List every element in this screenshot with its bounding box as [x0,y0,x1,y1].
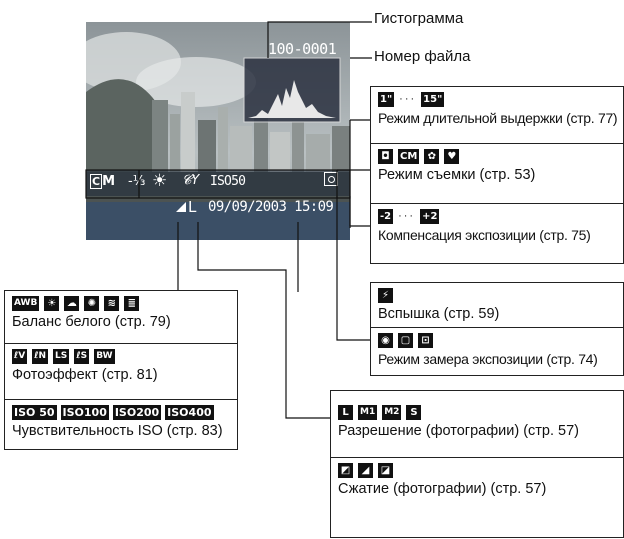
flash-icon: ⚡ [378,288,393,303]
resolution-s-icon: S [406,405,421,420]
resolution-label: Разрешение (фотографии) (стр. 57) [338,423,617,440]
sepia-icon: ℓS [74,349,89,364]
low-sharpening-icon: LS [53,349,69,364]
spot-metering-icon: ⊡ [418,333,433,348]
superfine-icon: ◩ [338,463,353,478]
photo-effect-label: Фотоэффект (стр. 81) [12,367,231,384]
iso-label: Чувствительность ISO (стр. 83) [12,423,231,440]
resolution-m1-icon: M1 [358,405,377,420]
resolution-l-icon: L [338,405,353,420]
shutter-15s-icon: 15" [421,92,444,107]
resolution-row: L M1 M2 S Разрешение (фотографии) (стр. … [331,391,623,457]
neutral-icon: ℓN [32,349,48,364]
long-shutter-row: 1" ··· 15" Режим длительной выдержки (ст… [371,87,623,143]
awb-icon: AWB [12,296,39,311]
flash-row: ⚡ Вспышка (стр. 59) [371,283,623,327]
center-metering-icon: ▢ [398,333,413,348]
exposure-plus2-icon: +2 [420,209,439,224]
exposure-comp-label: Компенсация экспозиции (стр. 75) [378,227,617,244]
shutter-1s-icon: 1" [378,92,394,107]
camera-icon: ◘ [378,149,393,164]
flower-icon: ✿ [424,149,439,164]
white-balance-label: Баланс белого (стр. 79) [12,314,231,331]
iso50-icon: ISO 50 [12,405,57,420]
white-balance-row: AWB ☀ ☁ ✺ ≋ ≣ Баланс белого (стр. 79) [5,291,237,343]
date-time-readout: 09/09/2003 15:09 [208,199,333,215]
white-balance-sun-icon: ☀ [152,171,167,191]
long-shutter-label: Режим длительной выдержки (стр. 77) [378,110,617,127]
shooting-mode-row: ◘ CM ✿ ♥ Режим съемки (стр. 53) [371,143,623,203]
flash-metering-panel: ⚡ Вспышка (стр. 59) ◉ ▢ ⊡ Режим замера э… [370,282,624,376]
resolution-m2-icon: M2 [382,405,401,420]
metering-row: ◉ ▢ ⊡ Режим замера экспозиции (стр. 74) [371,327,623,377]
compression-row: ◩ ◢ ◪ Сжатие (фотографии) (стр. 57) [331,457,623,539]
image-quality-panel: L M1 M2 S Разрешение (фотографии) (стр. … [330,390,624,538]
compression-icon [176,202,186,212]
tungsten-icon: ✺ [84,296,99,311]
vivid-icon: ℓV [12,349,27,364]
exposure-minus2-icon: -2 [378,209,393,224]
metering-label: Режим замера экспозиции (стр. 74) [378,351,617,368]
iso-row: ISO 50 ISO100 ISO200 ISO400 Чувствительн… [5,399,237,451]
photo-effect-icon: 𝓒Y [182,173,199,188]
exposure-comp-row: -2 ··· +2 Компенсация экспозиции (стр. 7… [371,203,623,265]
histogram-callout: Гистограмма [374,10,463,27]
iso-readout: ISO50 [210,174,245,189]
bw-icon: BW [94,349,114,364]
fluorescent-icon: ≋ [104,296,119,311]
flash-label: Вспышка (стр. 59) [378,306,617,323]
evaluative-metering-icon: ◉ [378,333,393,348]
range-dots: ··· [398,210,415,222]
file-number-readout: 100-0001 [268,40,336,58]
cloudy-icon: ☁ [64,296,79,311]
compression-label: Сжатие (фотографии) (стр. 57) [338,481,617,498]
shooting-mode-icon: C [90,174,102,189]
iso200-icon: ISO200 [113,405,161,420]
heart-icon: ♥ [444,149,459,164]
metering-spot-icon [324,172,338,186]
fluorescent-h-icon: ≣ [124,296,139,311]
iso100-icon: ISO100 [61,405,109,420]
file-number-callout: Номер файла [374,48,471,65]
photo-effect-row: ℓV ℓN LS ℓS BW Фотоэффект (стр. 81) [5,343,237,399]
normal-icon: ◪ [378,463,393,478]
manual-mode-icon: CM [398,149,419,164]
exposure-comp-readout: -⅓ [128,174,145,189]
shooting-info-panel: 1" ··· 15" Режим длительной выдержки (ст… [370,86,624,264]
fine-icon: ◢ [358,463,373,478]
resolution-mark: L [188,198,196,216]
settings-panel: AWB ☀ ☁ ✺ ≋ ≣ Баланс белого (стр. 79) ℓV… [4,290,238,450]
iso400-icon: ISO400 [165,405,213,420]
range-dots: ··· [399,93,416,105]
shooting-mode-label: Режим съемки (стр. 53) [378,167,617,184]
daylight-icon: ☀ [44,296,59,311]
